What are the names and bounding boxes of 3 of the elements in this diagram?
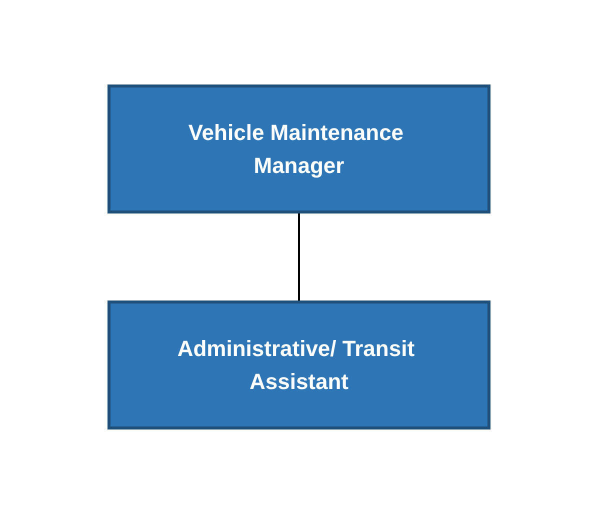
node-box: Vehicle Maintenance Manager	[107, 84, 490, 213]
node-box: Administrative/ Transit Assistant	[107, 300, 490, 429]
connector	[298, 210, 300, 302]
